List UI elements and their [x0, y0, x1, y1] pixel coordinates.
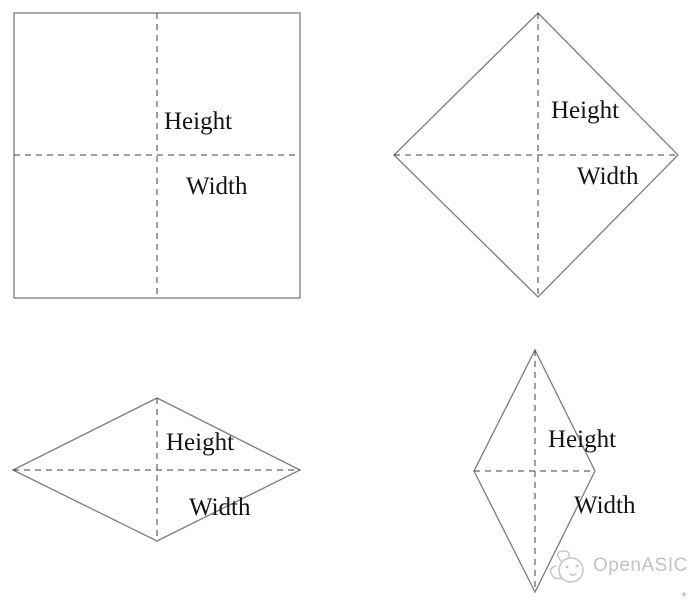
diamond-height-label: Height: [551, 97, 620, 124]
square-width-label: Width: [186, 173, 248, 200]
tall-diamond-height-label: Height: [548, 426, 617, 453]
wide-diamond-outline: [11, 397, 302, 542]
diamond-outline: [393, 12, 679, 298]
panel-tall-diamond: [473, 348, 596, 594]
square-height-label: Height: [164, 108, 233, 135]
wide-diamond-width-label: Width: [189, 494, 251, 521]
wide-diamond-height-label: Height: [166, 429, 235, 456]
panel-square: [13, 12, 301, 299]
diamond-width-label: Width: [577, 163, 639, 190]
watermark: OpenASIC: [545, 544, 688, 588]
openasic-mascot-icon: [549, 550, 584, 583]
tall-diamond-width-label: Width: [574, 492, 636, 519]
panel-wide-diamond: [11, 397, 302, 542]
tall-diamond-outline: [473, 348, 596, 594]
panel-diamond: [393, 12, 679, 298]
corner-mark: +: [681, 590, 687, 601]
watermark-text: OpenASIC: [593, 555, 688, 576]
